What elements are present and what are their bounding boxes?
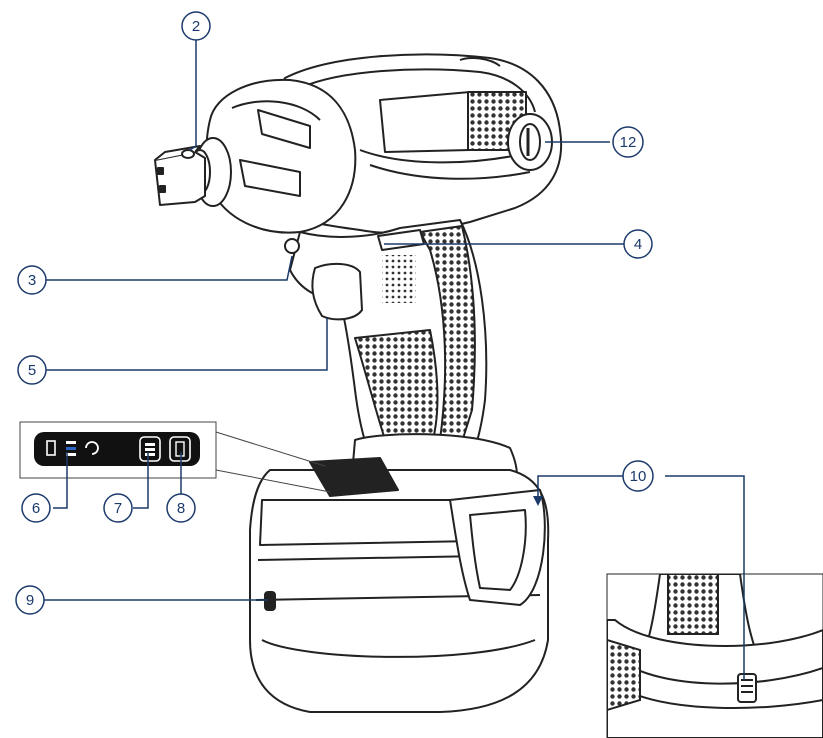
callout-circle [612, 126, 644, 158]
callout-circle [15, 585, 45, 615]
callout-circle [166, 493, 196, 523]
battery-level-icon [66, 441, 76, 456]
callout-10: 10 [622, 460, 654, 492]
callout-2: 2 [181, 11, 211, 41]
battery-low-icon [46, 440, 56, 456]
callout-circle [622, 460, 654, 492]
callout-circle [103, 493, 133, 523]
callout-circle [21, 493, 51, 523]
callout-circle [17, 355, 47, 385]
callout-7: 7 [103, 493, 133, 523]
tool-body [154, 53, 563, 713]
callout-number: 12 [620, 134, 637, 151]
callout-8: 8 [166, 493, 196, 523]
callout-number: 7 [114, 500, 122, 517]
callout-4: 4 [623, 229, 653, 259]
callouts: 2 3 4 5 6 7 8 9 10 12 [15, 11, 654, 615]
status-panel-zoom [19, 421, 331, 493]
rotation-icon [85, 441, 99, 455]
callout-circle [17, 265, 47, 295]
callout-9: 9 [15, 585, 45, 615]
square-drive-anvil [154, 151, 206, 206]
callout-6: 6 [21, 493, 51, 523]
inset-detail [606, 573, 823, 738]
trigger [311, 262, 363, 321]
callout-number: 5 [28, 362, 36, 379]
callout-number: 3 [28, 272, 36, 289]
callout-circle [181, 11, 211, 41]
battery-full-icon [169, 436, 191, 462]
callout-number: 10 [630, 468, 647, 485]
status-panel [34, 432, 200, 466]
callout-number: 6 [32, 500, 40, 517]
callout-circle [623, 229, 653, 259]
callout-number: 2 [192, 18, 200, 35]
battery-level-gauge-icon [139, 436, 161, 462]
leader-lines [44, 40, 745, 680]
callout-number: 8 [177, 500, 185, 517]
callout-3: 3 [17, 265, 47, 295]
callout-number: 4 [634, 236, 642, 253]
led-light [284, 238, 300, 254]
callout-number: 9 [26, 592, 34, 609]
battery-indicator-panel [309, 457, 399, 497]
callout-12: 12 [612, 126, 644, 158]
callout-5: 5 [17, 355, 47, 385]
